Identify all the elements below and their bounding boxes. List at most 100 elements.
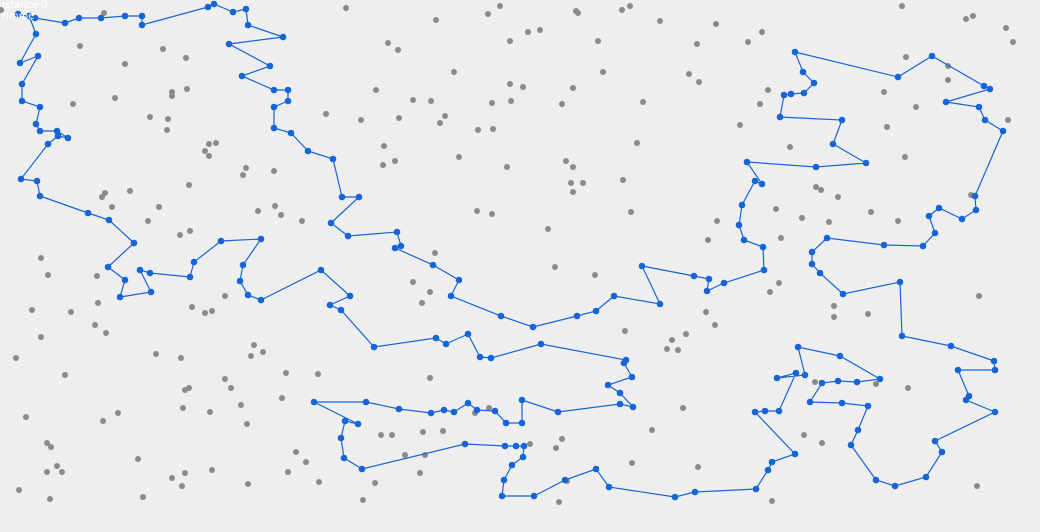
- status-line-instance: istance 0: [2, 0, 48, 11]
- unvisited-node: [552, 264, 558, 270]
- unvisited-node: [299, 218, 305, 224]
- route-node: [17, 175, 25, 183]
- route-node: [808, 248, 816, 256]
- route-node: [529, 323, 537, 331]
- unvisited-node: [228, 385, 234, 391]
- route-node: [354, 420, 362, 428]
- route-node: [853, 378, 861, 386]
- unvisited-node: [385, 40, 391, 46]
- route-node: [519, 453, 527, 461]
- route-node: [225, 40, 233, 48]
- unvisited-node: [54, 463, 60, 469]
- unvisited-node: [970, 13, 976, 19]
- route-node: [592, 307, 600, 315]
- unvisited-node: [765, 87, 771, 93]
- unvisited-node: [213, 140, 219, 146]
- route-node: [839, 290, 847, 298]
- route-node: [592, 465, 600, 473]
- route-node: [962, 396, 970, 404]
- unvisited-node: [0, 7, 4, 13]
- unvisited-node: [757, 101, 763, 107]
- unvisited-node: [283, 370, 289, 376]
- unvisited-node: [696, 79, 702, 85]
- route-node: [616, 389, 624, 397]
- route-node: [628, 373, 636, 381]
- unvisited-node: [474, 208, 480, 214]
- route-node: [671, 493, 679, 501]
- route-node: [464, 399, 472, 407]
- unvisited-node: [419, 300, 425, 306]
- unvisited-node: [402, 452, 408, 458]
- route-node: [512, 442, 520, 450]
- unvisited-node: [945, 77, 951, 83]
- unvisited-node: [705, 237, 711, 243]
- unvisited-node: [778, 235, 784, 241]
- route-node: [981, 116, 989, 124]
- unvisited-node: [776, 280, 782, 286]
- route-node: [75, 14, 83, 22]
- route-node: [138, 21, 146, 29]
- route-node: [800, 89, 808, 97]
- unvisited-node: [16, 487, 22, 493]
- unvisited-node: [629, 460, 635, 466]
- unvisited-node: [899, 3, 905, 9]
- route-node: [554, 408, 562, 416]
- route-node: [440, 406, 448, 414]
- route-node: [801, 371, 809, 379]
- route-node: [806, 398, 814, 406]
- route-node: [735, 221, 743, 229]
- unvisited-node: [62, 372, 68, 378]
- unvisited-node: [140, 494, 146, 500]
- status-line-secondary: rimme: [2, 11, 35, 22]
- unvisited-node: [619, 7, 625, 13]
- route-node: [34, 52, 42, 60]
- unvisited-node: [183, 55, 189, 61]
- route-node: [257, 235, 265, 243]
- route-node: [876, 375, 884, 383]
- unvisited-node: [47, 496, 53, 502]
- route-node: [752, 485, 760, 493]
- route-node: [986, 85, 994, 93]
- unvisited-node: [272, 203, 278, 209]
- unvisited-node: [675, 347, 681, 353]
- route-node: [442, 340, 450, 348]
- route-node: [938, 448, 946, 456]
- unvisited-node: [135, 456, 141, 462]
- route-node: [537, 340, 545, 348]
- route-node: [703, 287, 711, 295]
- route-node: [326, 301, 334, 309]
- route-node: [787, 90, 795, 98]
- route-node: [854, 426, 862, 434]
- route-node: [136, 266, 144, 274]
- unvisited-node: [343, 5, 349, 11]
- unvisited-node: [628, 209, 634, 215]
- route-node: [880, 241, 888, 249]
- unvisited-node: [432, 250, 438, 256]
- unvisited-node: [358, 117, 364, 123]
- unvisited-node: [559, 101, 565, 107]
- route-node: [738, 201, 746, 209]
- route-node: [605, 483, 613, 491]
- route-node: [32, 30, 40, 38]
- unvisited-node: [801, 432, 807, 438]
- route-node: [36, 127, 44, 135]
- route-node: [780, 91, 788, 99]
- unvisited-node: [714, 218, 720, 224]
- route-node: [329, 155, 337, 163]
- unvisited-node: [189, 304, 195, 310]
- unvisited-node: [44, 440, 50, 446]
- route-node: [502, 419, 510, 427]
- route-node: [656, 300, 664, 308]
- route-node: [64, 134, 72, 142]
- route-node: [776, 113, 784, 121]
- route-node: [991, 408, 999, 416]
- route-node: [104, 263, 112, 271]
- route-node: [14, 10, 22, 18]
- unvisited-node: [905, 385, 911, 391]
- unvisited-node: [813, 184, 819, 190]
- unvisited-node: [831, 303, 837, 309]
- route-node: [958, 215, 966, 223]
- route-node: [284, 86, 292, 94]
- route-node: [498, 492, 506, 500]
- route-node: [338, 193, 346, 201]
